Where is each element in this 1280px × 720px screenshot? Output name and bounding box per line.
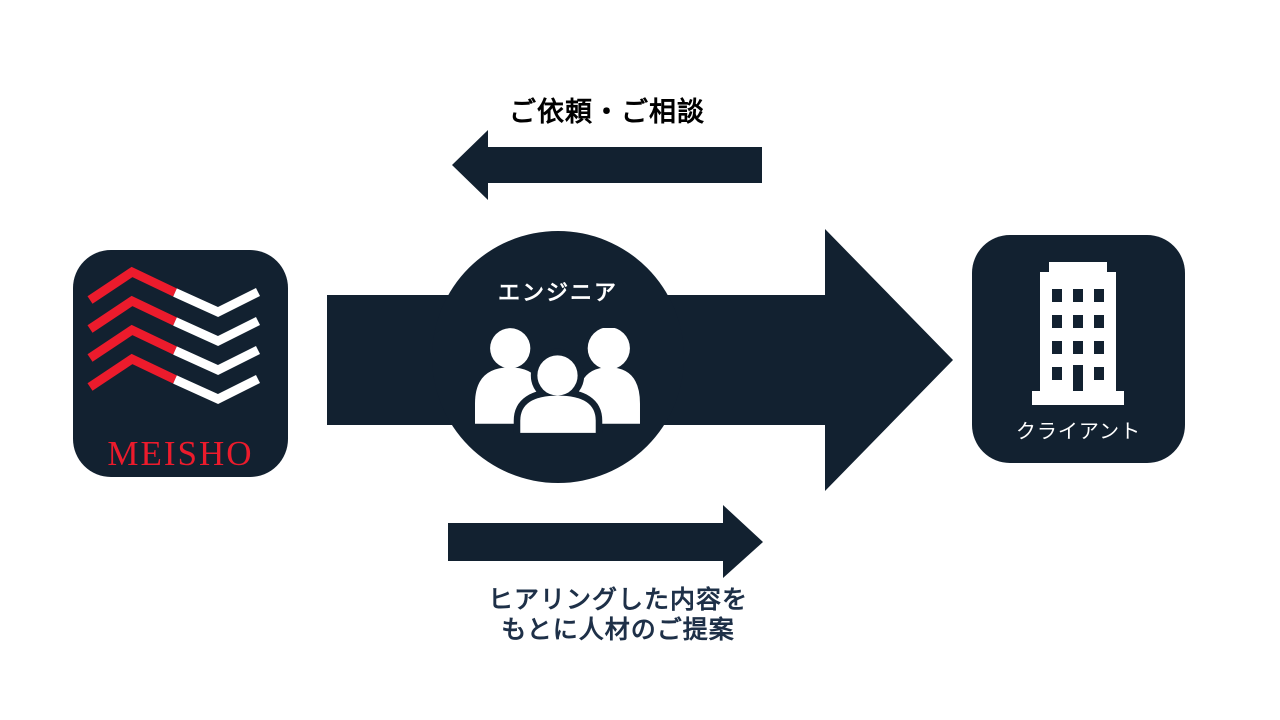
proposal-label: ヒアリングした内容を もとに人材のご提案 bbox=[448, 585, 788, 645]
proposal-label-line1: ヒアリングした内容を bbox=[487, 586, 748, 614]
engineer-label: エンジニア bbox=[497, 280, 618, 305]
office-building-icon bbox=[1032, 262, 1124, 405]
arrow-right-icon bbox=[448, 505, 763, 578]
arrow-left-icon bbox=[452, 130, 762, 200]
client-label: クライアント bbox=[1015, 421, 1142, 443]
meisho-card: MEISHO bbox=[73, 250, 288, 477]
chevron-zigzag-logo-icon bbox=[87, 266, 261, 404]
meisho-brand-label: MEISHO bbox=[107, 434, 254, 473]
client-card: クライアント bbox=[972, 235, 1185, 463]
request-consult-label: ご依頼・ご相談 bbox=[509, 97, 705, 127]
people-group-icon bbox=[475, 328, 640, 433]
engineer-node: エンジニア bbox=[432, 231, 684, 483]
proposal-label-line2: もとに人材のご提案 bbox=[501, 616, 735, 644]
